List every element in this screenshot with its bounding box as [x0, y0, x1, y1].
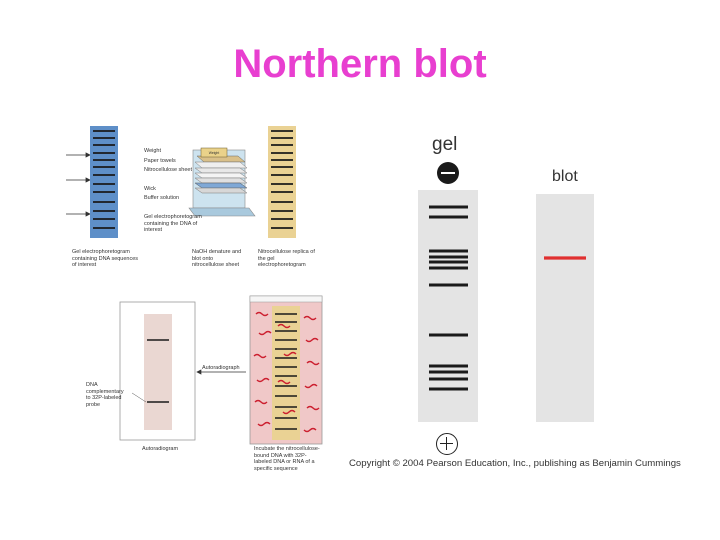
nitrocellulose-sheet-label: Nitrocellulose sheet — [144, 167, 192, 173]
nitrocellulose-replica — [268, 126, 296, 238]
incubate-caption: Incubate the nitrocellulose-bound DNA wi… — [254, 446, 320, 472]
cathode-minus-icon — [437, 162, 459, 184]
wick-label: Wick — [144, 186, 156, 192]
blot-label: blot — [552, 168, 578, 185]
replica-caption: Nitrocellulose replica of the gel electr… — [258, 249, 315, 268]
gel-blot-schematic — [418, 190, 594, 422]
svg-text:Weight: Weight — [209, 151, 220, 155]
gel-caption: Gel electrophoretogram containing DNA se… — [72, 249, 139, 268]
copyright-notice: Copyright © 2004 Pearson Education, Inc.… — [349, 458, 681, 469]
hybridization-bag — [249, 295, 323, 445]
buffer-solution-label: Buffer solution — [144, 195, 180, 201]
gel-lane-bands — [429, 205, 468, 391]
autoradiogram — [119, 301, 196, 441]
gel-electrophoretogram — [90, 126, 118, 238]
page-title: Northern blot — [233, 42, 487, 86]
paper-towels-label: Paper towels — [144, 158, 176, 164]
autoradiogram-caption: Autoradiogram — [142, 446, 179, 452]
procedure-figure: Weight — [66, 126, 323, 445]
gel-lane — [418, 190, 478, 422]
replica-bands — [271, 130, 293, 229]
input-arrows — [66, 152, 91, 217]
transfer-apparatus: Weight — [188, 147, 256, 217]
gel-label: gel — [432, 134, 458, 155]
autoradiograph-arrow — [196, 369, 246, 375]
blot-membrane — [536, 194, 594, 422]
labeled-probe-squiggles — [253, 311, 320, 433]
probe-caption: DNA complementary to 32P-labeled probe — [86, 382, 124, 408]
autoradiograph-label: Autoradiograph — [202, 365, 240, 371]
gel-bands — [93, 130, 115, 229]
naoh-caption: NaOH denature and blot onto nitrocellulo… — [192, 249, 242, 268]
gel-electrophoretogram-label: Gel electrophoretogram containing the DN… — [144, 214, 202, 233]
weight-label: Weight — [144, 148, 162, 154]
anode-plus-icon — [436, 433, 458, 455]
